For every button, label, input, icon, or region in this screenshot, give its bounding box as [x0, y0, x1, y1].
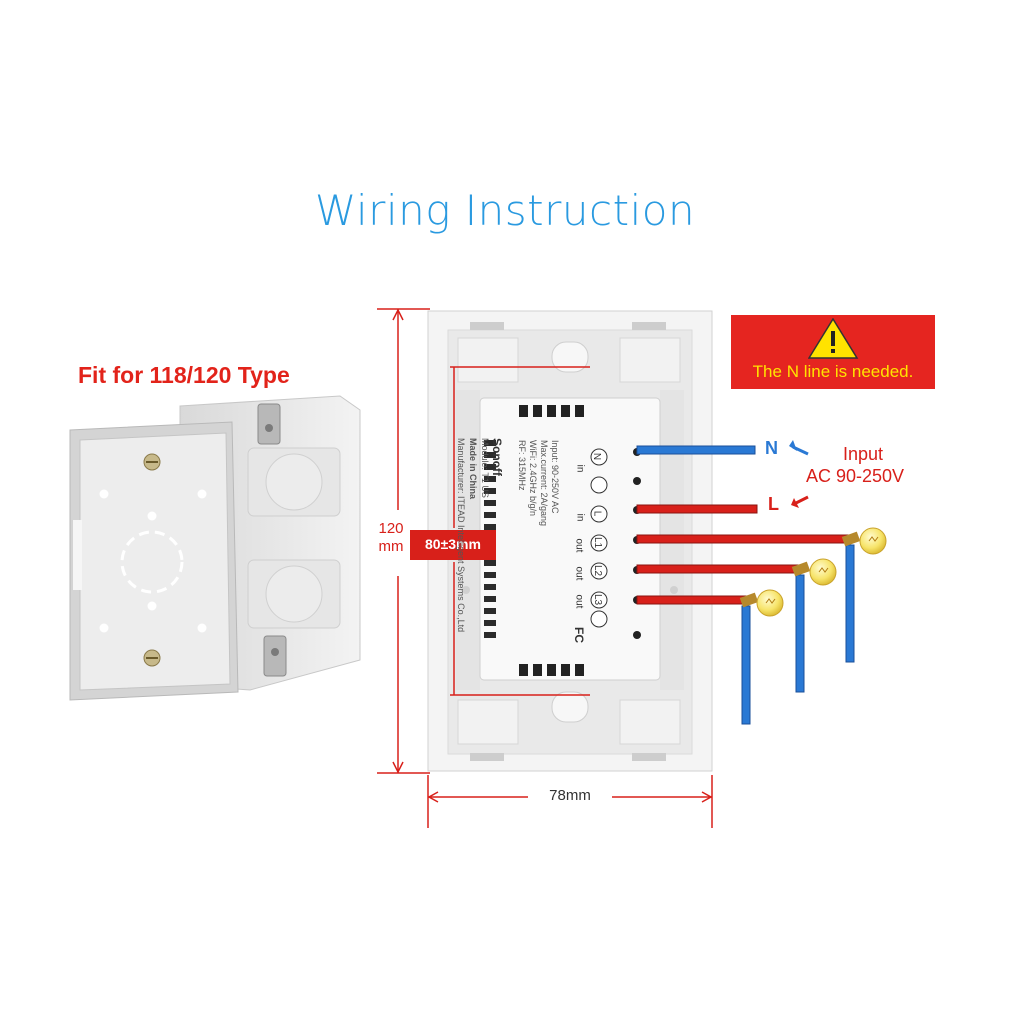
- terminal-out-label: out: [573, 538, 585, 553]
- warning-text: The N line is needed.: [752, 362, 914, 381]
- dimension-lines: [377, 308, 713, 828]
- terminal-in-label: in: [574, 513, 586, 522]
- fc-mark: FC: [572, 627, 586, 643]
- box-type-label: Fit for 118/120 Type: [78, 362, 290, 388]
- warning-icon: [808, 318, 859, 359]
- width-dimension: 78mm: [528, 787, 612, 804]
- live-label: L: [768, 494, 779, 514]
- terminal-l2: L2: [592, 564, 604, 577]
- arrow-icon: [789, 440, 809, 508]
- terminal-l: L: [591, 510, 603, 517]
- module-rf: RF: 315MHz: [517, 440, 527, 491]
- module-model: Module: T1 US: [480, 438, 490, 498]
- wires: [636, 445, 861, 725]
- terminal-in-label: in: [574, 464, 586, 473]
- terminal-out-label: out: [573, 594, 585, 609]
- junction-box: [69, 395, 361, 701]
- module-brand: Sonoff: [490, 438, 504, 476]
- module-origin: Made in China: [468, 438, 478, 500]
- module-max-current: Max.current: 2A/gang: [539, 440, 549, 527]
- module-manufacturer: Manufacturer: ITEAD Intelligent Systems …: [456, 438, 466, 633]
- inner-dimension-badge: [410, 530, 496, 560]
- terminal-out-label: out: [573, 566, 585, 581]
- neutral-label: N: [765, 438, 778, 458]
- height-dimension: 120 mm: [378, 520, 404, 555]
- input-label: Input: [843, 444, 884, 464]
- bulb-icon: [756, 527, 887, 617]
- terminal-l3: L3: [592, 593, 604, 606]
- page-title: Wiring Instruction: [314, 186, 696, 235]
- input-voltage-label: AC 90-250V: [806, 466, 905, 486]
- terminal-l1: L1: [592, 536, 604, 549]
- module-wifi: WiFi: 2.4GHz b/g/n: [528, 440, 538, 517]
- terminal-n: N: [591, 452, 603, 461]
- inner-dimension: 80±3mm: [425, 536, 481, 552]
- module-input: Input: 90-250V AC: [550, 440, 560, 514]
